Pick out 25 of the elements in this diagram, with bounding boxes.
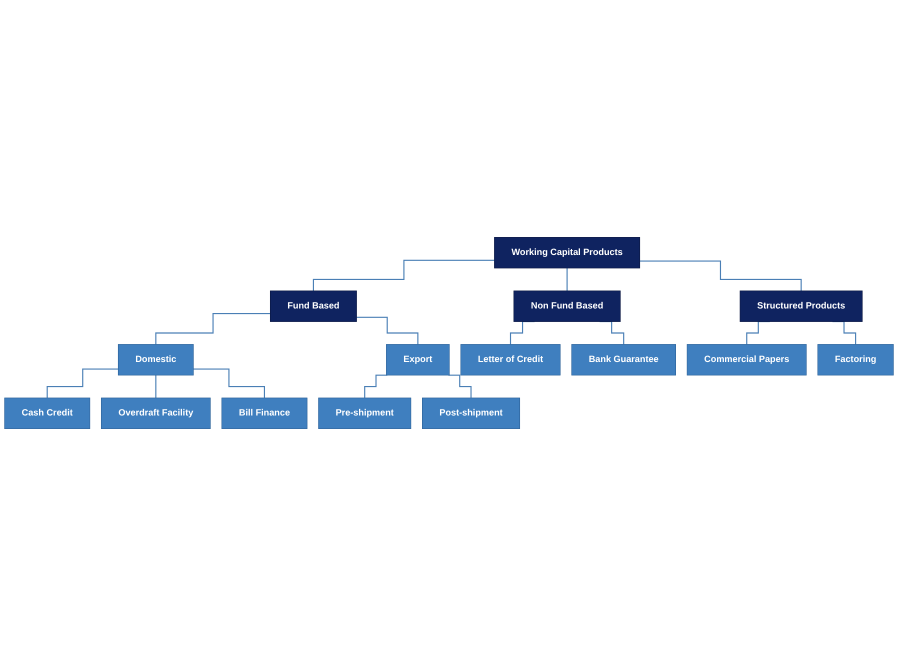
node-box: Cash Credit: [4, 398, 90, 429]
connector: [566, 268, 568, 292]
connector: [364, 374, 388, 398]
node-box: Fund Based: [270, 290, 357, 322]
node-box: Factoring: [817, 344, 894, 376]
connector: [155, 313, 270, 345]
node-box: Non Fund Based: [514, 290, 621, 322]
connector: [448, 374, 472, 398]
node-box: Letter of Credit: [460, 344, 561, 376]
connector: [46, 368, 118, 398]
node-box: Post-shipment: [422, 398, 520, 429]
node-box: Domestic: [118, 344, 194, 376]
node-box: Structured Products: [740, 290, 863, 322]
node-box: Overdraft Facility: [100, 398, 211, 429]
connector: [312, 260, 494, 292]
connector: [193, 368, 266, 398]
connector: [155, 374, 156, 398]
node-box: Working Capital Products: [494, 237, 640, 268]
node-box: Bill Finance: [222, 398, 308, 429]
node-box: Export: [386, 344, 450, 376]
connector: [640, 260, 802, 292]
connector: [356, 316, 418, 345]
node-box: Pre-shipment: [318, 398, 412, 429]
node-box: Commercial Papers: [686, 344, 807, 376]
node-box: Bank Guarantee: [571, 344, 676, 376]
